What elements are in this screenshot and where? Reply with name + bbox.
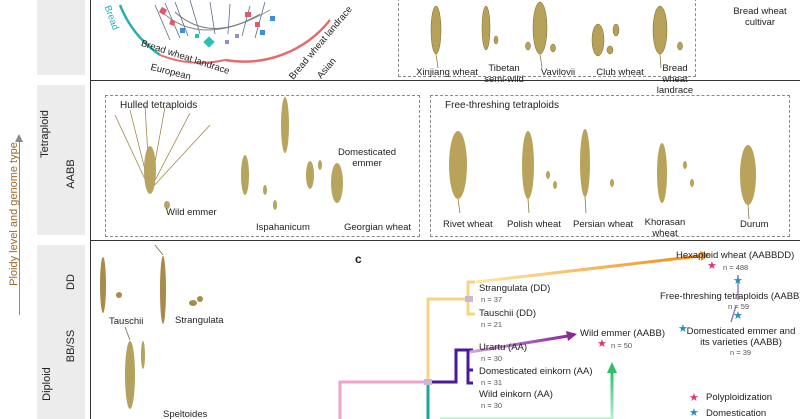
c-node-free-threshing: Free-threshing tetraploids (AABB) xyxy=(660,291,800,302)
specimen-label-tibetan: Tibetan semi-wild xyxy=(484,63,524,85)
diploid-label-speltoides: Speltoides xyxy=(163,409,208,419)
hulled-label-wild-emmer: Wild emmer xyxy=(166,207,217,218)
free-label-rivet: Rivet wheat xyxy=(443,219,493,230)
ploidy-axis-line xyxy=(19,140,20,315)
diploid-label-strangulata: Strangulata xyxy=(175,315,224,326)
band-tetraploid xyxy=(37,85,85,235)
band-diploid xyxy=(37,245,85,419)
hulled-label-domesticated-emmer: Domesticated emmer xyxy=(337,147,397,169)
domestication-star-icon: ★ xyxy=(678,323,688,335)
c-n-tauschii: n = 21 xyxy=(481,320,503,329)
free-label-polish: Polish wheat xyxy=(507,219,561,230)
c-node-wild-einkorn: Wild einkorn (AA) xyxy=(479,389,553,400)
specimen-label-xinjiang: Xinjiang wheat xyxy=(416,67,478,78)
legend-domestication-star-icon: ★ xyxy=(689,407,699,419)
hulled-specimen-images xyxy=(114,97,343,210)
c-n-domesticated-emmer: n = 39 xyxy=(730,348,752,357)
hulled-label-georgian: Georgian wheat xyxy=(344,222,412,233)
c-n-wild-einkorn: n = 30 xyxy=(481,401,503,410)
c-node-strangulata: Strangulata (DD) xyxy=(479,283,551,294)
polyploidization-star-icon: ★ xyxy=(707,260,717,272)
legend-polyploidization-star-icon: ★ xyxy=(689,392,699,404)
c-n-free-threshing: n = 59 xyxy=(728,302,750,311)
hulled-label-ispahanicum: Ispahanicum xyxy=(256,222,310,233)
diploid-label-tauschii: Tauschii xyxy=(109,316,144,327)
c-n-domesticated-einkorn: n = 31 xyxy=(481,378,503,387)
panel-c-letter: c xyxy=(355,252,362,266)
c-n-strangulata: n = 37 xyxy=(481,295,503,304)
free-label-persian: Persian wheat xyxy=(573,219,634,230)
hulled-tetraploids-box xyxy=(105,95,420,237)
band-hexaploid xyxy=(37,0,85,75)
ploidy-axis-arrowhead xyxy=(15,134,23,142)
legend-polyploidization-label: Polyploidization xyxy=(706,392,773,403)
free-label-khorasan: Khorasan wheat xyxy=(644,217,686,239)
hulled-tetraploids-title: Hulled tetraploids xyxy=(120,100,198,111)
free-label-durum: Durum xyxy=(740,219,769,230)
specimen-label-bread-cultivar: Bread wheat cultivar xyxy=(733,6,787,28)
separator-middle xyxy=(90,240,800,241)
specimen-label-bread-landrace: Bread wheat landrace xyxy=(656,63,694,96)
free-threshing-specimen-images xyxy=(449,129,756,220)
c-node-wild-emmer: Wild emmer (AABB) xyxy=(580,328,665,339)
c-node-domesticated-emmer: Domesticated emmer and its varieties (AA… xyxy=(686,326,796,348)
c-n-urartu: n = 30 xyxy=(481,354,503,363)
separator-top xyxy=(90,80,800,81)
c-node-hexaploid: Hexaploid wheat (AABBDD) xyxy=(676,250,795,261)
diploid-specimen-images xyxy=(100,244,203,409)
free-threshing-box xyxy=(430,95,790,237)
polyploidization-star-icon: ★ xyxy=(597,338,607,350)
hexaploid-specimen-box xyxy=(398,0,696,77)
c-node-domesticated-einkorn: Domesticated einkorn (AA) xyxy=(479,366,593,377)
legend-domestication-label: Domestication xyxy=(706,408,767,419)
c-node-urartu: Urartu (AA) xyxy=(479,342,528,353)
hexaploid-specimen-images xyxy=(430,1,683,69)
domestication-star-icon: ★ xyxy=(733,310,743,322)
c-node-tauschii: Tauschii (DD) xyxy=(479,308,537,319)
c-n-hexaploid: n = 488 xyxy=(723,263,749,272)
specimen-label-club: Club wheat xyxy=(596,67,644,78)
domestication-star-icon: ★ xyxy=(733,275,743,287)
c-n-wild-emmer: n = 50 xyxy=(611,341,633,350)
vertical-separator xyxy=(90,0,91,419)
free-threshing-title: Free-threshing tetraploids xyxy=(445,100,559,111)
hexaploid-circular-tree xyxy=(118,0,331,64)
specimen-label-vavilovii: Vavilovii xyxy=(540,67,576,78)
